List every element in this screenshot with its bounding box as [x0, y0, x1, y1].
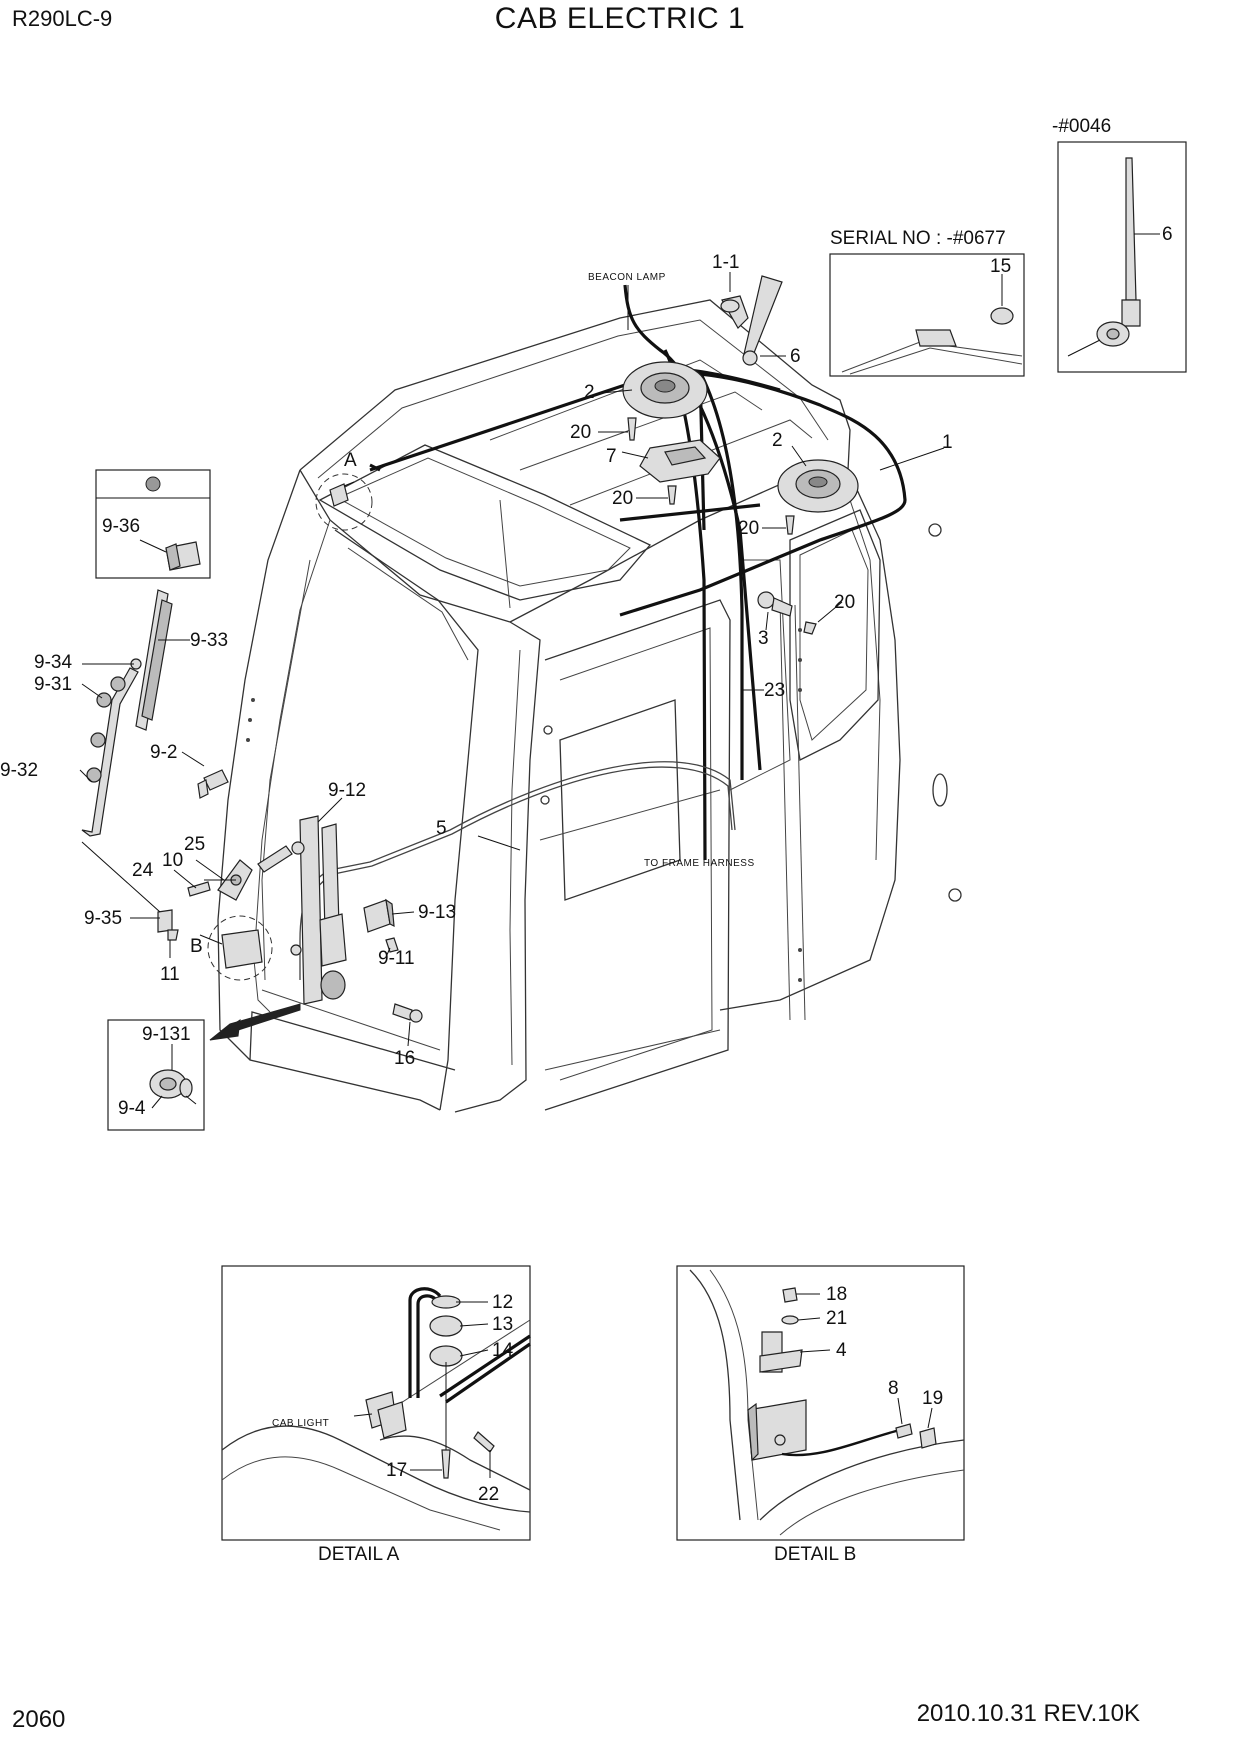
- inset-9-131: [107, 1019, 205, 1131]
- label-20a: 20: [570, 422, 591, 443]
- label-9-12: 9-12: [328, 780, 366, 801]
- note-cab-light: CAB LIGHT: [272, 1418, 329, 1429]
- label-9-13: 9-13: [418, 902, 456, 923]
- wiper-relay: [363, 898, 395, 933]
- detail-a-caption: DETAIL A: [318, 1544, 400, 1565]
- label-16: 16: [394, 1048, 415, 1069]
- label-1-1: 1-1: [712, 252, 739, 273]
- label-9-35: 9-35: [84, 908, 122, 929]
- label-17: 17: [386, 1460, 407, 1481]
- dome-light: [639, 439, 721, 483]
- label-19: 19: [922, 1388, 943, 1409]
- speaker-right: [777, 459, 859, 513]
- screws-20: [627, 417, 817, 635]
- label-9-33: 9-33: [190, 630, 228, 651]
- bolt-24: [187, 881, 211, 897]
- label-25: 25: [184, 834, 205, 855]
- detail-b-view: [676, 1265, 965, 1541]
- model-code: R290LC-9: [12, 6, 113, 31]
- beacon-elbow: [720, 295, 749, 329]
- label-20b: 20: [612, 488, 633, 509]
- label-18: 18: [826, 1284, 847, 1305]
- note-serial-no: SERIAL NO : -#0677: [830, 228, 1006, 249]
- label-15: 15: [990, 256, 1011, 277]
- cab-frame: [217, 299, 962, 1113]
- label-14: 14: [492, 1340, 514, 1361]
- label-9-11: 9-11: [378, 948, 415, 969]
- marker-b: B: [190, 936, 203, 957]
- label-13: 13: [492, 1314, 513, 1335]
- label-8: 8: [888, 1378, 899, 1399]
- label-11: 11: [160, 964, 180, 985]
- wire-harness: [299, 284, 907, 980]
- inset-9-36: [95, 469, 211, 579]
- detail-b-callout: [207, 915, 301, 1041]
- notes: BEACON LAMP TO FRAME HARNESS CAB LIGHT S…: [190, 116, 1111, 1565]
- bolts-left: [385, 937, 423, 1023]
- wiper-pivot: [257, 841, 305, 873]
- page-title: CAB ELECTRIC 1: [494, 2, 746, 35]
- label-12: 12: [492, 1292, 513, 1313]
- label-2a: 2: [584, 382, 595, 403]
- label-7: 7: [606, 446, 617, 467]
- label-9-34: 9-34: [34, 652, 72, 673]
- label-4: 4: [836, 1340, 847, 1361]
- page-number: 2060: [12, 1706, 66, 1733]
- revision-date: 2010.10.31 REV.10K: [916, 1700, 1140, 1727]
- marker-a: A: [344, 450, 357, 471]
- connector-3: [757, 591, 793, 617]
- wiper-motor-bracket: [290, 815, 347, 1005]
- label-1: 1: [942, 432, 953, 453]
- label-22: 22: [478, 1484, 499, 1505]
- label-9-31: 9-31: [34, 674, 72, 695]
- label-20c: 20: [738, 518, 759, 539]
- inset-serial-0677: [829, 253, 1025, 377]
- detail-a-view: [221, 1265, 531, 1541]
- label-2b: 2: [772, 430, 783, 451]
- label-10: 10: [162, 850, 183, 871]
- label-21: 21: [826, 1308, 847, 1329]
- label-9-36: 9-36: [102, 516, 140, 537]
- wiper-blade: [135, 589, 173, 731]
- note-serial-antenna: -#0046: [1052, 116, 1111, 137]
- label-23: 23: [764, 680, 785, 701]
- label-5: 5: [436, 818, 447, 839]
- inset-antenna-0046: [1057, 141, 1187, 373]
- note-to-frame-harness: TO FRAME HARNESS: [644, 858, 755, 869]
- label-24: 24: [132, 860, 154, 881]
- washer-9-35: [157, 909, 179, 941]
- label-6b: 6: [1162, 224, 1173, 245]
- detail-a-callout: [315, 473, 373, 531]
- label-3: 3: [758, 628, 769, 649]
- label-6: 6: [790, 346, 801, 367]
- clip-9-2: [197, 769, 229, 799]
- leader-lines: [79, 272, 945, 1047]
- part-labels: 1-1 6 2 20 7 20 2 1 20 20 3 23 5 9-12 25…: [0, 224, 1173, 1505]
- label-20d: 20: [834, 592, 855, 613]
- speaker-left: [622, 361, 708, 419]
- label-9-32: 9-32: [0, 760, 38, 781]
- label-9-2: 9-2: [150, 742, 177, 763]
- detail-b-caption: DETAIL B: [774, 1544, 856, 1565]
- antenna-6: [742, 275, 783, 366]
- note-beacon-lamp: BEACON LAMP: [588, 272, 666, 283]
- label-9-131: 9-131: [142, 1024, 191, 1045]
- label-9-4: 9-4: [118, 1098, 146, 1119]
- wiper-arm: [81, 667, 139, 837]
